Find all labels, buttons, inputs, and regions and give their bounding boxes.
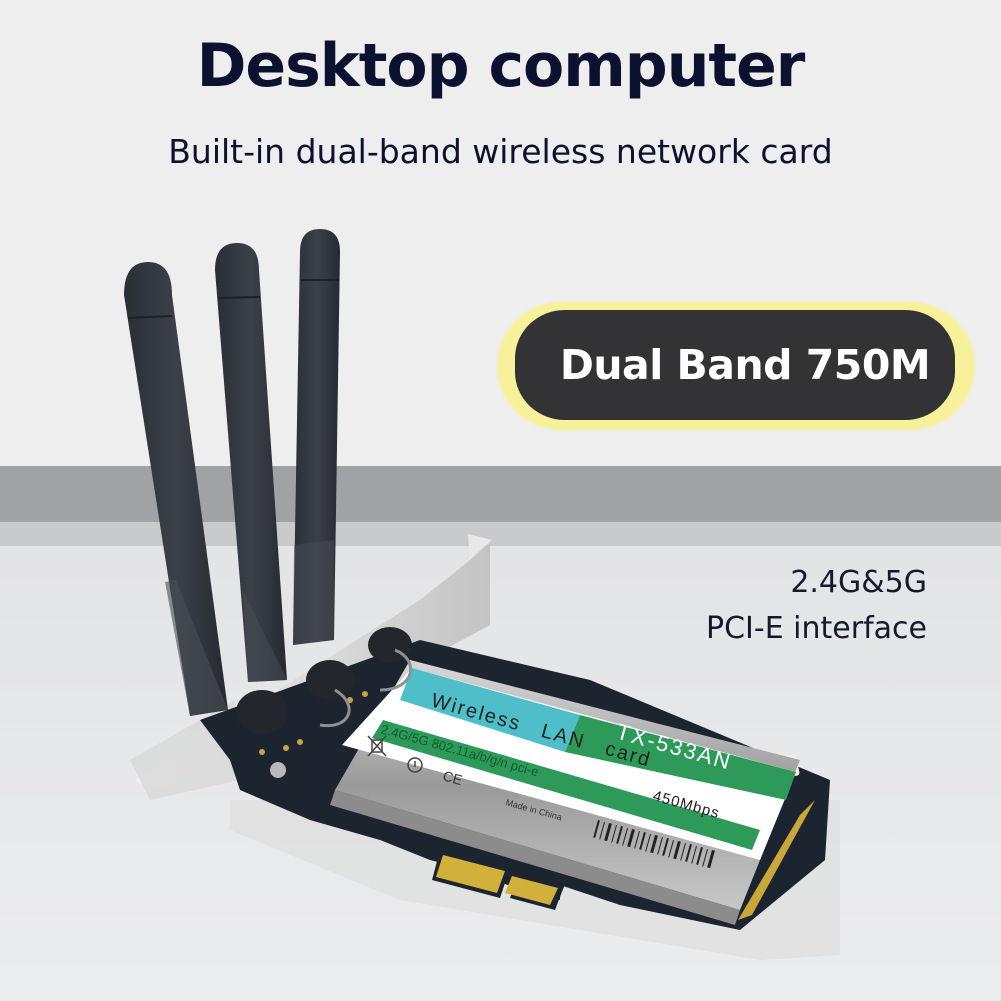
spec-frequency: 2.4G&5G [790, 565, 927, 600]
antenna-middle [215, 243, 287, 682]
page-title: Desktop computer [196, 31, 806, 101]
specs-block: 2.4G&5G PCI-E interface [706, 560, 927, 652]
alert-icon [407, 757, 423, 773]
antennas [124, 229, 340, 716]
antenna-connectors [236, 627, 413, 734]
antenna-left [124, 262, 228, 716]
spec-interface: PCI-E interface [705, 611, 927, 646]
gold-fingers [436, 855, 558, 905]
barcode [593, 819, 715, 869]
badge-label: Dual Band 750M [559, 341, 931, 389]
feature-badge: Dual Band 750M [515, 310, 955, 420]
weee-icon [367, 735, 387, 757]
page-subtitle: Built-in dual-band wireless network card [168, 132, 833, 171]
ce-mark: CE [441, 767, 464, 788]
antenna-right [293, 229, 340, 645]
